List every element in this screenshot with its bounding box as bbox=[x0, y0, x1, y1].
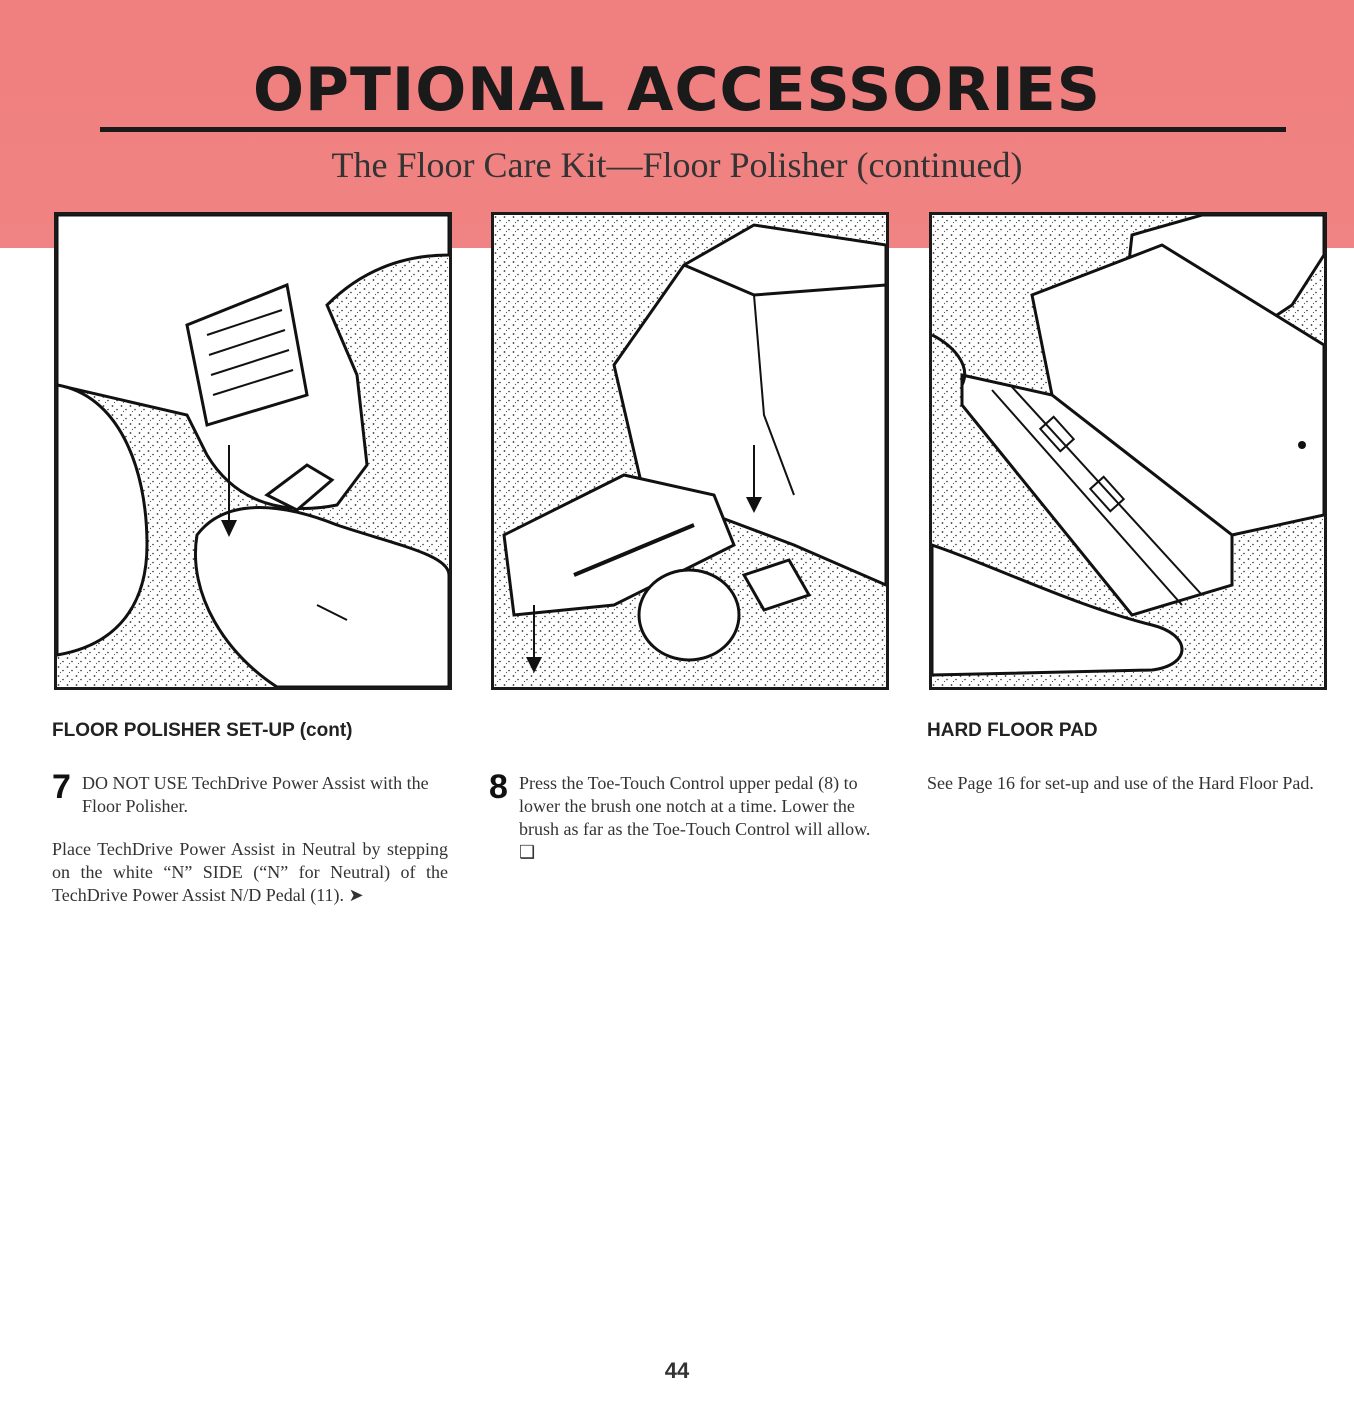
middle-column: 8 Press the Toe-Touch Control upper peda… bbox=[489, 720, 887, 864]
toe-touch-control-illustration bbox=[494, 215, 886, 687]
illustration-panel-2 bbox=[491, 212, 889, 690]
page-title: OPTIONAL ACCESSORIES bbox=[253, 55, 1101, 125]
section-heading-floor-polisher: FLOOR POLISHER SET-UP (cont) bbox=[52, 720, 353, 741]
section-heading-spacer bbox=[489, 720, 887, 742]
illustration-panel-3 bbox=[929, 212, 1327, 690]
page-subtitle: The Floor Care Kit—Floor Polisher (conti… bbox=[331, 145, 1023, 185]
left-column: FLOOR POLISHER SET-UP (cont) 7 DO NOT US… bbox=[52, 720, 448, 907]
step-number: 8 bbox=[489, 768, 508, 806]
neutral-paragraph: Place TechDrive Power Assist in Neutral … bbox=[52, 839, 448, 905]
step-8: 8 Press the Toe-Touch Control upper peda… bbox=[489, 768, 887, 864]
hard-floor-pad-illustration bbox=[932, 215, 1324, 687]
step-text: Press the Toe-Touch Control upper pedal … bbox=[519, 773, 871, 862]
illustration-panel-1 bbox=[54, 212, 452, 690]
step-text: DO NOT USE TechDrive Power Assist with t… bbox=[82, 773, 429, 816]
section-heading-hard-floor-pad: HARD FLOOR PAD bbox=[927, 720, 1098, 741]
foot-pressing-pedal-illustration bbox=[57, 215, 449, 687]
step-number: 7 bbox=[52, 768, 71, 806]
header-band bbox=[0, 0, 1354, 248]
title-rule bbox=[100, 127, 1286, 132]
hard-floor-pad-paragraph: See Page 16 for set-up and use of the Ha… bbox=[927, 773, 1314, 793]
step-7: 7 DO NOT USE TechDrive Power Assist with… bbox=[52, 768, 448, 818]
page-number: 44 bbox=[664, 1358, 690, 1383]
right-column: HARD FLOOR PAD See Page 16 for set-up an… bbox=[927, 720, 1323, 795]
